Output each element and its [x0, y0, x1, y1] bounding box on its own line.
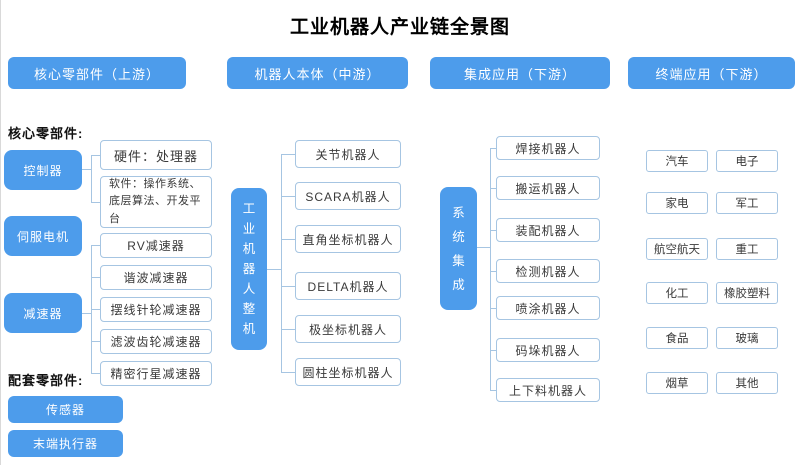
node-industry-military: 军工 [716, 192, 778, 214]
node-loading-unloading-robot: 上下料机器人 [496, 378, 600, 402]
node-articulated-robot: 关节机器人 [295, 140, 401, 168]
connector-line [490, 148, 491, 390]
connector-line [490, 230, 496, 231]
node-industry-automotive: 汽车 [646, 150, 708, 172]
node-filter-gear-reducer: 滤波齿轮减速器 [100, 329, 212, 354]
connector-line [490, 308, 496, 309]
connector-line [91, 373, 100, 374]
node-delta-robot: DELTA机器人 [295, 272, 401, 300]
page-title: 工业机器人产业链全景图 [289, 17, 510, 38]
column-header-midstream: 机器人本体（中游） [227, 57, 408, 89]
connector-line [281, 154, 295, 155]
column-header-integration: 集成应用（下游） [430, 57, 610, 89]
node-polar-robot: 极坐标机器人 [295, 315, 401, 343]
node-industry-tobacco: 烟草 [646, 372, 708, 394]
node-industry-rubber-plastics: 橡胶塑料 [716, 282, 778, 304]
hub-industrial-robot-body: 工业机器人整机 [231, 188, 267, 350]
connector-line [91, 202, 100, 203]
node-industry-electronics: 电子 [716, 150, 778, 172]
node-software-platform: 软件：操作系统、底层算法、开发平台 [100, 176, 212, 228]
node-servo-motor: 伺服电机 [4, 216, 82, 256]
connector-line [82, 313, 91, 314]
connector-line [91, 245, 100, 246]
connector-line [490, 148, 496, 149]
node-sensor: 传感器 [8, 396, 123, 423]
left-edge-border [0, 0, 1, 465]
node-industry-glass: 玻璃 [716, 327, 778, 349]
node-rv-reducer: RV减速器 [100, 233, 212, 258]
connector-line [281, 196, 295, 197]
node-cartesian-robot: 直角坐标机器人 [295, 225, 401, 253]
node-handling-robot: 搬运机器人 [496, 176, 600, 200]
node-industry-aerospace: 航空航天 [646, 238, 708, 260]
connector-line [267, 269, 281, 270]
node-welding-robot: 焊接机器人 [496, 136, 600, 160]
connector-line [82, 169, 91, 170]
node-spraying-robot: 喷涂机器人 [496, 296, 600, 320]
connector-line [490, 390, 496, 391]
section-label-core-components: 核心零部件: [8, 126, 84, 141]
connector-line [281, 286, 295, 287]
node-industry-heavy-industry: 重工 [716, 238, 778, 260]
connector-line [281, 154, 282, 373]
connector-line [91, 155, 92, 203]
node-cycloidal-pin-reducer: 摆线针轮减速器 [100, 297, 212, 322]
connector-line [91, 309, 100, 310]
connector-line [477, 247, 490, 248]
node-industry-chemical: 化工 [646, 282, 708, 304]
connector-line [91, 277, 100, 278]
node-industry-food: 食品 [646, 327, 708, 349]
node-hardware-processor: 硬件：处理器 [100, 140, 212, 170]
hub-system-integration: 系统集成 [440, 187, 477, 310]
connector-line [281, 239, 295, 240]
column-header-terminal: 终端应用（下游） [628, 57, 795, 89]
hub-system-integration-label: 系统集成 [452, 205, 465, 292]
node-controller: 控制器 [4, 150, 82, 190]
hub-industrial-robot-body-label: 工业机器人整机 [242, 202, 256, 336]
connector-line [281, 372, 295, 373]
node-precision-planetary-reducer: 精密行星减速器 [100, 361, 212, 386]
node-cylindrical-robot: 圆柱坐标机器人 [295, 358, 401, 386]
column-header-upstream: 核心零部件（上游） [8, 57, 186, 89]
node-industry-other: 其他 [716, 372, 778, 394]
node-reducer: 减速器 [4, 293, 82, 333]
connector-line [91, 155, 100, 156]
connector-line [91, 341, 100, 342]
node-industry-home-appliance: 家电 [646, 192, 708, 214]
connector-line [490, 350, 496, 351]
connector-line [281, 329, 295, 330]
node-inspection-robot: 检测机器人 [496, 259, 600, 283]
connector-line [490, 188, 496, 189]
connector-line [490, 271, 496, 272]
node-scara-robot: SCARA机器人 [295, 182, 401, 210]
node-harmonic-reducer: 谐波减速器 [100, 265, 212, 290]
node-end-effector: 末端执行器 [8, 430, 123, 457]
node-palletizing-robot: 码垛机器人 [496, 338, 600, 362]
node-assembly-robot: 装配机器人 [496, 218, 600, 242]
section-label-support-components: 配套零部件: [8, 373, 84, 388]
